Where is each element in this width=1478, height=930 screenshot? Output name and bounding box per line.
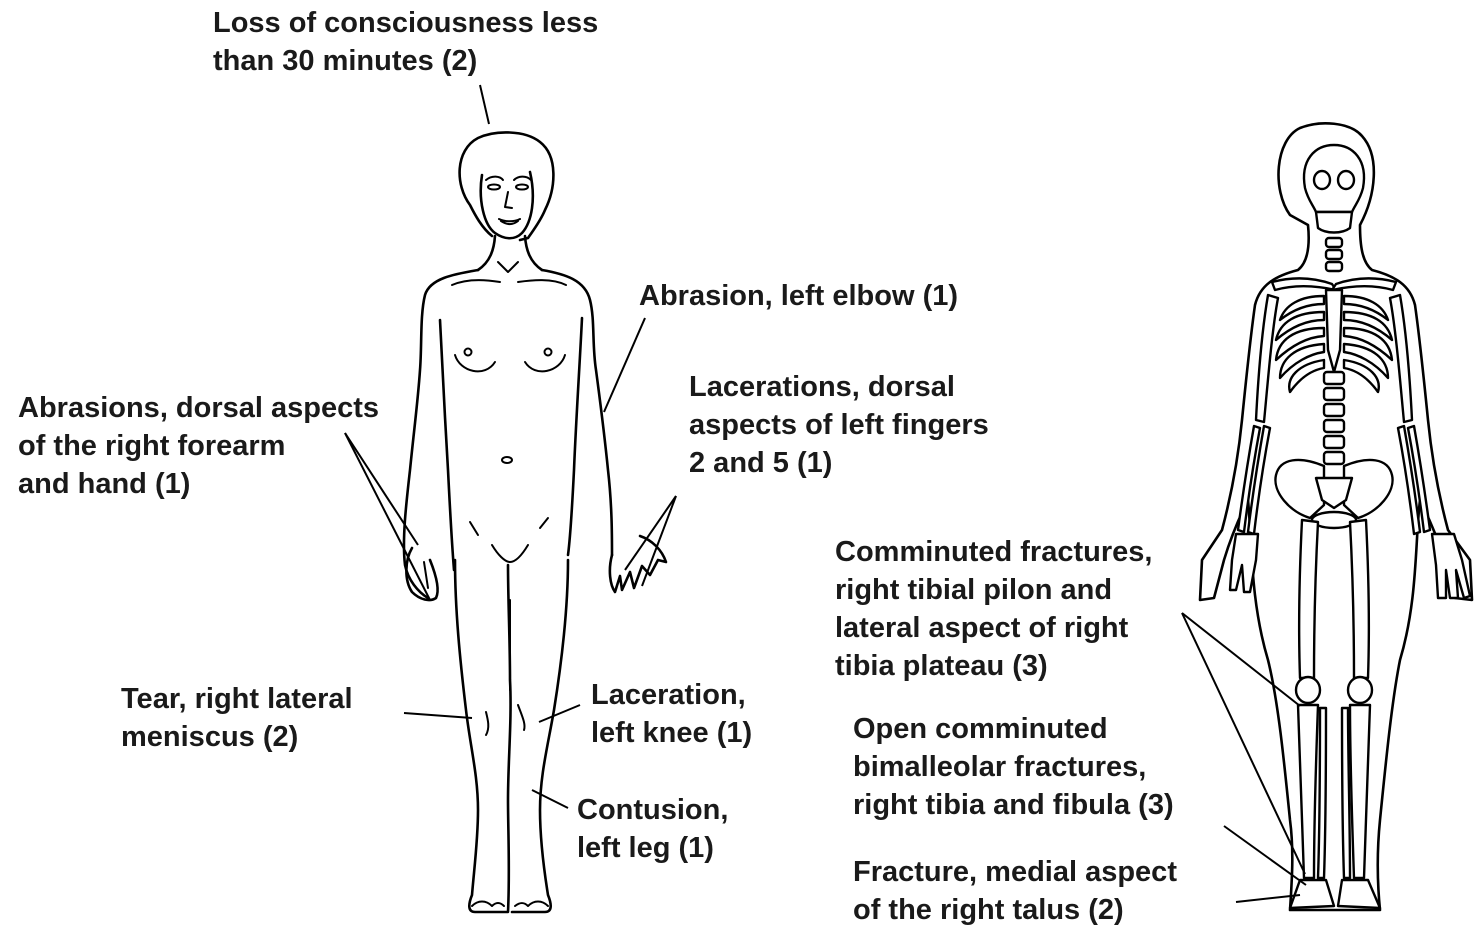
annotation-line: of the right forearm — [18, 427, 379, 465]
annotation-line: left knee (1) — [591, 714, 752, 752]
annotation-comminuted-fractures: Comminuted fractures, right tibial pilon… — [835, 533, 1152, 685]
annotation-line: Laceration, — [591, 676, 752, 714]
annotation-loss-of-consciousness: Loss of consciousness less than 30 minut… — [213, 4, 598, 80]
left-leg — [512, 560, 568, 912]
annotation-line: right tibial pilon and — [835, 571, 1152, 609]
annotation-line: Lacerations, dorsal — [689, 368, 989, 406]
annotation-line: Tear, right lateral — [121, 680, 353, 718]
annotation-line: lateral aspect of right — [835, 609, 1152, 647]
annotation-line: of the right talus (2) — [853, 891, 1177, 929]
annotation-talus-fracture: Fracture, medial aspect of the right tal… — [853, 853, 1177, 929]
annotation-line: meniscus (2) — [121, 718, 353, 756]
annotation-line: Abrasions, dorsal aspects — [18, 389, 379, 427]
annotation-line: Open comminuted — [853, 710, 1174, 748]
annotation-line: Fracture, medial aspect — [853, 853, 1177, 891]
annotation-abrasion-left-elbow: Abrasion, left elbow (1) — [639, 277, 958, 315]
annotation-abrasions-right-forearm: Abrasions, dorsal aspects of the right f… — [18, 389, 379, 503]
annotation-line: Abrasion, left elbow (1) — [639, 277, 958, 315]
annotation-line: tibia plateau (3) — [835, 647, 1152, 685]
annotation-line: Loss of consciousness less — [213, 4, 598, 42]
annotation-line: bimalleolar fractures, — [853, 748, 1174, 786]
annotation-line: Contusion, — [577, 791, 728, 829]
annotation-line: aspects of left fingers — [689, 406, 989, 444]
annotation-contusion-left-leg: Contusion, left leg (1) — [577, 791, 728, 867]
annotation-line: and hand (1) — [18, 465, 379, 503]
right-leg — [455, 560, 511, 912]
annotation-line: Comminuted fractures, — [835, 533, 1152, 571]
annotation-line: 2 and 5 (1) — [689, 444, 989, 482]
skeleton-figure — [1200, 123, 1472, 910]
annotation-line: right tibia and fibula (3) — [853, 786, 1174, 824]
annotation-line: than 30 minutes (2) — [213, 42, 598, 80]
annotation-laceration-left-knee: Laceration, left knee (1) — [591, 676, 752, 752]
annotation-open-bimalleolar-fractures: Open comminuted bimalleolar fractures, r… — [853, 710, 1174, 824]
annotation-tear-right-meniscus: Tear, right lateral meniscus (2) — [121, 680, 353, 756]
face — [481, 172, 533, 238]
annotation-line: left leg (1) — [577, 829, 728, 867]
annotation-lacerations-left-fingers: Lacerations, dorsal aspects of left fing… — [689, 368, 989, 482]
